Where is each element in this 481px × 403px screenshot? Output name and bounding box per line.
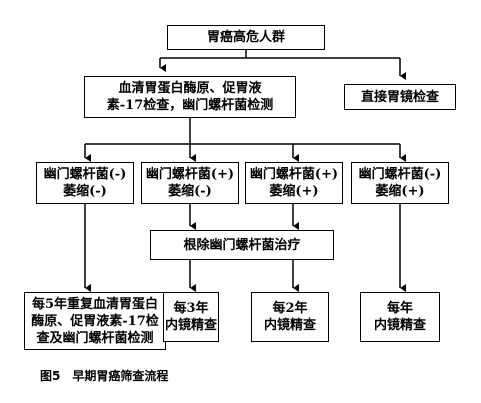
node-high-risk: 胃癌高危人群 [167, 25, 325, 50]
node-high-risk-label: 胃癌高危人群 [206, 30, 285, 45]
node-repeat-5-years: 每5年重复血清胃蛋白 酶原、促胃液素-17检 查及幽门螺杆菌检测 [24, 292, 166, 350]
node-group1-label: 幽门螺杆菌(-) 萎缩(-) [43, 167, 127, 199]
node-every-year-label: 每年 内镜精查 [373, 301, 426, 333]
node-group2: 幽门螺杆菌(+) 萎缩(-) [141, 162, 239, 204]
node-group3-label: 幽门螺杆菌(+) 萎缩(+) [249, 167, 339, 199]
node-every-3-years: 每3年 内镜精查 [163, 292, 219, 342]
node-group1: 幽门螺杆菌(-) 萎缩(-) [36, 162, 134, 204]
node-eradication: 根除幽门螺杆菌治疗 [150, 230, 334, 260]
node-every-year: 每年 内镜精查 [360, 292, 440, 342]
node-direct-endoscopy: 直接胃镜检查 [344, 84, 456, 110]
node-group2-label: 幽门螺杆菌(+) 萎缩(-) [145, 167, 235, 199]
node-eradication-label: 根除幽门螺杆菌治疗 [183, 237, 301, 253]
node-every-2-years-label: 每2年 内镜精查 [263, 301, 316, 333]
node-group4-label: 幽门螺杆菌(-) 萎缩(+) [358, 167, 442, 199]
figure-caption: 图5 早期胃癌筛查流程 [40, 367, 168, 384]
figure-title: 早期胃癌筛查流程 [72, 369, 169, 383]
node-serum-test: 血清胃蛋白酶原、促胃液 素-17检查，幽门螺杆菌检测 [84, 76, 296, 118]
node-direct-endoscopy-label: 直接胃镜检查 [360, 89, 439, 105]
node-every-3-years-label: 每3年 内镜精查 [164, 301, 217, 333]
node-repeat-5-years-label: 每5年重复血清胃蛋白 酶原、促胃液素-17检 查及幽门螺杆菌检测 [31, 296, 159, 346]
node-every-2-years: 每2年 内镜精查 [251, 292, 329, 342]
node-group3: 幽门螺杆菌(+) 萎缩(+) [245, 162, 343, 204]
figure-number: 图5 [40, 369, 61, 383]
node-serum-test-label: 血清胃蛋白酶原、促胃液 素-17检查，幽门螺杆菌检测 [106, 81, 274, 113]
node-group4: 幽门螺杆菌(-) 萎缩(+) [351, 162, 449, 204]
